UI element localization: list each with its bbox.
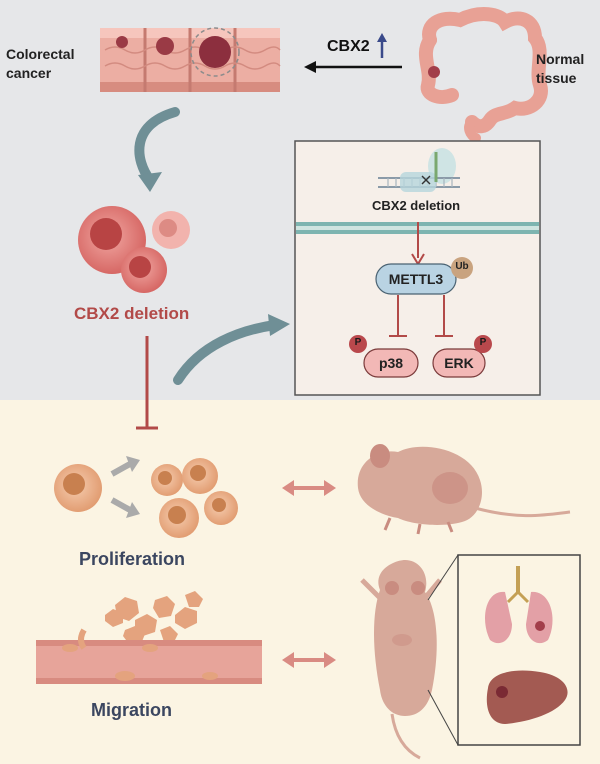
proliferation-cells [54,458,238,538]
erk-p-label: P [476,337,490,348]
colorectal-cancer-label: Colorectal cancer [6,45,86,83]
p38-phospho-badge [349,335,367,353]
erk-phospho-badge [474,335,492,353]
colon-tissue-strip [100,27,281,92]
cbx2-deletion-inset-label: CBX2 deletion [372,198,460,213]
erk-label: ERK [433,355,485,371]
liver-icon [486,670,568,724]
nude-mouse-icon [357,444,571,535]
migration-cells [105,591,203,644]
p38-text: p38 [378,355,404,371]
proliferation-arrow-down [110,497,132,513]
migration-text: Migration [91,700,172,720]
p38-node [363,348,419,378]
ub-label: Ub [451,261,473,272]
mettl3-label: METTL3 [376,271,456,287]
cbx2-up-text: CBX2 [327,38,370,55]
p38-p-label: P [351,337,365,348]
standing-mouse-icon [360,560,442,760]
normal-tissue-label: Normal tissue [536,50,596,88]
blood-vessel-icon [36,628,262,684]
teal-arrow-to-inset [173,320,280,385]
normal-tissue-text: Normal tissue [536,51,585,86]
mettl3-node [375,263,457,295]
teal-arrow-down [134,107,180,185]
proliferation-label: Proliferation [79,549,185,570]
mettl3-text: METTL3 [388,271,444,287]
erk-text: ERK [444,355,474,371]
double-arrow-proliferation [282,480,336,496]
cancer-cells [78,206,190,293]
p38-label: p38 [364,355,418,371]
cbx2-deletion-inset-text: CBX2 deletion [372,198,461,213]
cbx2-deletion-main-label: CBX2 deletion [74,304,189,324]
ub-text: Ub [455,261,469,272]
dna-scissors-icon [378,148,460,192]
migration-label: Migration [91,700,172,721]
cbx2-deletion-main-text: CBX2 deletion [74,304,190,323]
tumor-segment-icon [116,36,128,48]
erk-p-text: P [479,337,487,348]
colon-icon [419,7,548,143]
proliferation-arrow-up [110,461,132,477]
erk-node [432,348,486,378]
double-arrow-migration [282,652,336,668]
p38-p-text: P [354,337,362,348]
cbx2-up-label: CBX2 [327,38,370,56]
ub-badge [451,257,473,279]
proliferation-text: Proliferation [79,549,186,569]
lung-icon [485,566,553,644]
colorectal-cancer-text: Colorectal cancer [6,46,75,81]
